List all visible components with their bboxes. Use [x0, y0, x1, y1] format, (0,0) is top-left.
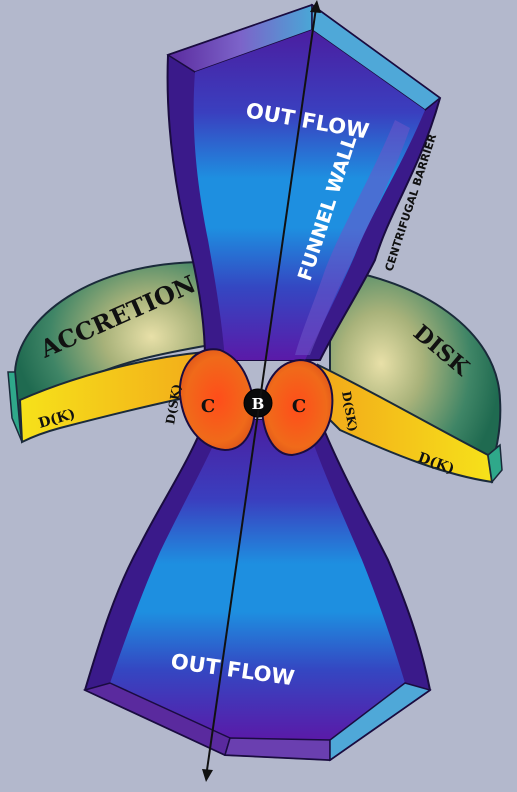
jet-axis-arrow — [202, 0, 321, 782]
dsk-right-label: D(SK) — [339, 390, 360, 433]
funnel-bottom — [82, 419, 432, 762]
c-left-label: C — [201, 396, 215, 417]
disk-band-left — [7, 350, 217, 444]
corona-left — [178, 348, 257, 452]
corona-right — [260, 358, 334, 457]
c-right-label: C — [292, 396, 306, 417]
dsk-left-label: D(SK) — [163, 383, 184, 426]
disk-band-right — [317, 363, 503, 484]
black-hole-label: B — [252, 395, 265, 413]
funnel-top — [166, 3, 442, 361]
